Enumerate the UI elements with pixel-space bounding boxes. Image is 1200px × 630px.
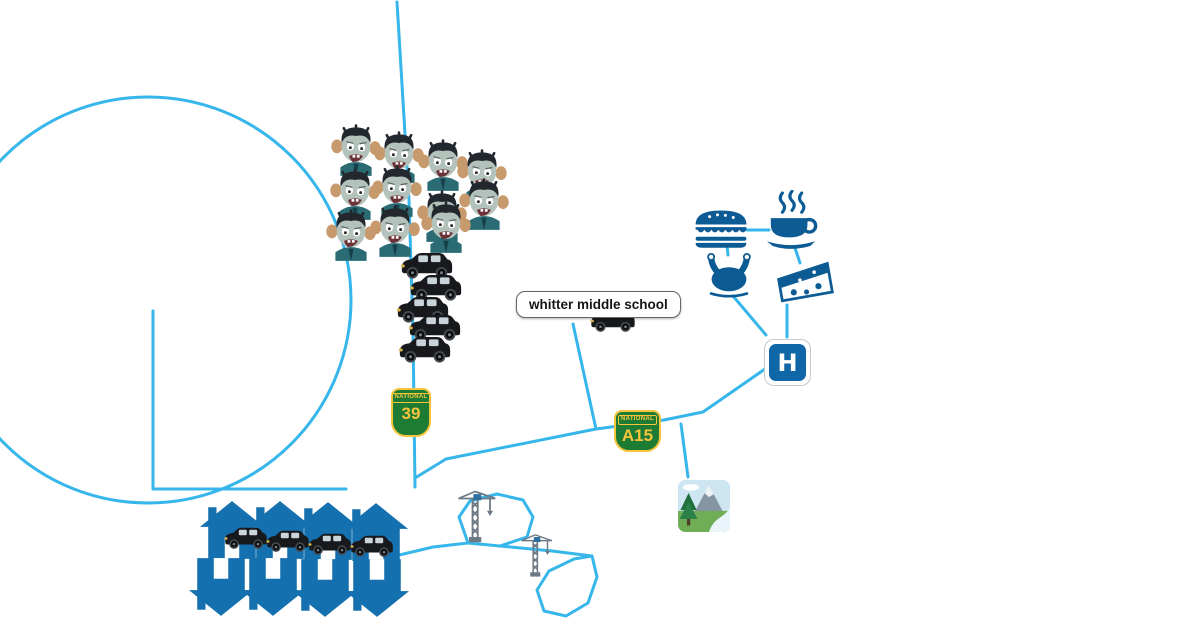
park-icon[interactable] bbox=[678, 480, 730, 532]
crane-icon bbox=[455, 486, 497, 546]
burger-icon[interactable] bbox=[693, 206, 749, 250]
zombie-icon bbox=[369, 203, 421, 257]
house-inverted-icon bbox=[341, 557, 413, 619]
road-segment bbox=[413, 367, 767, 480]
map-circle bbox=[0, 95, 353, 505]
suv-icon bbox=[306, 532, 354, 557]
road-segment bbox=[535, 554, 599, 618]
school-label[interactable]: whitter middle school bbox=[516, 291, 681, 318]
crane-icon bbox=[516, 532, 556, 578]
route-shield-a15: NATIONAL A15 bbox=[614, 410, 661, 452]
suv-icon bbox=[348, 534, 396, 559]
coffee-icon[interactable] bbox=[766, 190, 820, 250]
suv-icon bbox=[264, 529, 312, 554]
road-segment bbox=[389, 541, 594, 559]
route-shield-header: NATIONAL bbox=[618, 415, 657, 425]
route-shield-header: NATIONAL bbox=[391, 393, 431, 403]
suv-icon bbox=[396, 335, 454, 365]
road-segment bbox=[679, 422, 690, 479]
route-shield-number: 39 bbox=[401, 403, 421, 423]
hospital-letter: H bbox=[777, 348, 798, 377]
road-segment bbox=[151, 309, 348, 491]
suv-icon bbox=[222, 526, 270, 551]
hospital-icon[interactable]: H bbox=[764, 339, 811, 386]
road-segment bbox=[457, 492, 535, 548]
turkey-icon[interactable] bbox=[704, 247, 754, 299]
road-segment bbox=[731, 294, 768, 337]
road-segment bbox=[793, 246, 802, 265]
zombie-icon bbox=[420, 199, 472, 253]
route-shield-number: A15 bbox=[621, 425, 654, 445]
road-segment bbox=[571, 322, 598, 431]
cheese-icon[interactable] bbox=[776, 258, 834, 308]
route-shield-39: NATIONAL 39 bbox=[391, 388, 431, 437]
